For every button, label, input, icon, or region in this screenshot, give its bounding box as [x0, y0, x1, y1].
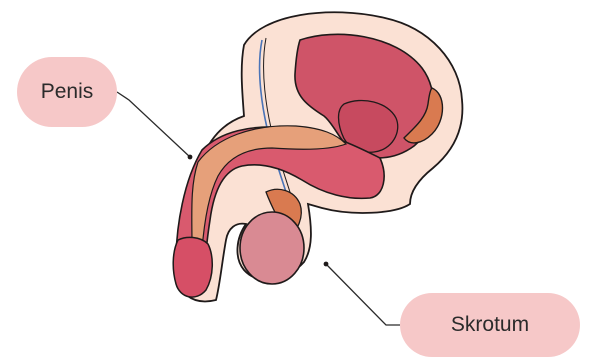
penis-leader-dot: [188, 155, 193, 160]
skrotum-leader-dot: [324, 262, 329, 267]
scrotum-label: Skrotum: [400, 293, 580, 357]
penis-label: Penis: [17, 57, 117, 127]
testis: [240, 212, 304, 284]
skrotum-leader-line: [326, 264, 400, 325]
penis-leader-line: [117, 92, 190, 157]
glans: [173, 237, 212, 297]
